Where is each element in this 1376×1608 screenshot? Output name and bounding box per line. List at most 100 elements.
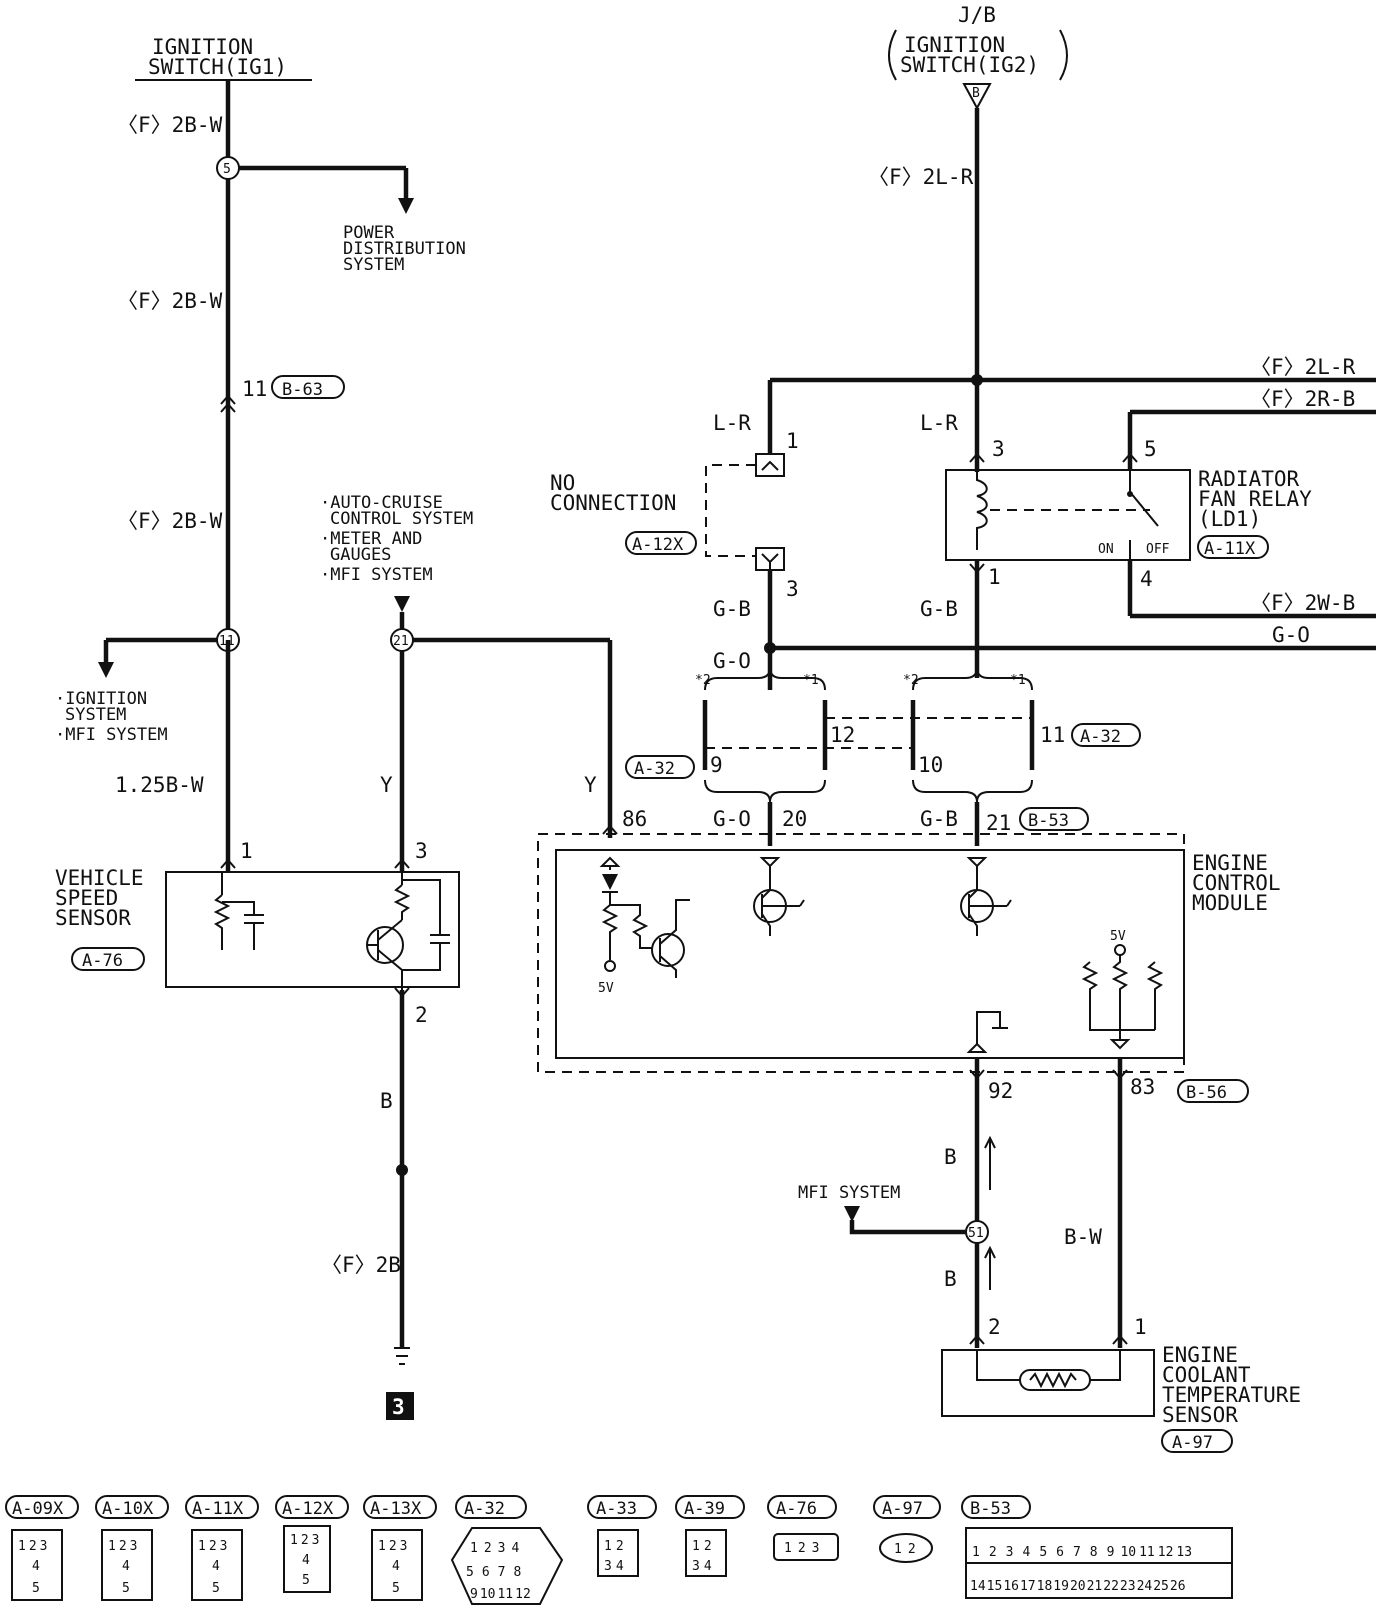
vss-label-1: VEHICLE <box>55 866 144 890</box>
power-dist-3: SYSTEM <box>343 255 404 275</box>
legend-a32-body <box>450 1527 564 1605</box>
vss-label-3: SENSOR <box>55 906 131 930</box>
legend-a09x-label: A-09X <box>12 1499 64 1519</box>
power-dist-1: POWER <box>343 223 395 243</box>
legend-a10x-tag <box>95 1495 169 1519</box>
legend-a39-label: A-39 <box>684 1499 725 1519</box>
tag-b63-label: B-63 <box>282 380 323 400</box>
ecm-pin20-input <box>759 857 781 890</box>
legend-a10x-pin4: 4 <box>122 1559 130 1574</box>
nc-label-2: CONNECTION <box>550 491 676 515</box>
paren-left <box>888 29 897 81</box>
ecm-label-1: ENGINE <box>1192 851 1268 875</box>
ect-pin2-symbol <box>969 1334 985 1345</box>
ect-label-4: SENSOR <box>1162 1403 1238 1427</box>
legend-a13x-tag <box>363 1495 437 1519</box>
ecm-pin86-input <box>599 856 621 870</box>
splice-21-circle <box>390 628 414 652</box>
tag-a32-right-label: A-32 <box>1080 727 1121 747</box>
wire-label-lr-1: L-R <box>713 411 751 435</box>
wire-label-go-right: G-O <box>1272 623 1310 647</box>
wire-label-125bw: 1.25B-W <box>115 773 204 797</box>
arrow-ign-mfi <box>98 662 114 678</box>
wire-label-gb-3: G-B <box>920 807 958 831</box>
a12x-pin1-symbol <box>761 460 779 471</box>
ground-symbol <box>394 1340 410 1365</box>
legend-b53-row2: 14151617181920212223242526 <box>970 1579 1186 1594</box>
ign-note-3: ·MFI SYSTEM <box>55 725 168 745</box>
relay-label-1: RADIATOR <box>1198 467 1300 491</box>
splice-51-label: 51 <box>968 1226 984 1241</box>
pin-b63-11: 11 <box>242 377 267 401</box>
splice-5-circle <box>216 156 240 180</box>
legend-a97-label: A-97 <box>882 1499 923 1519</box>
ground-point-label: 3 <box>392 1395 405 1419</box>
wire-2lr: 〈F〉2L-R 〈F〉2L-R L-R L-R <box>713 108 1376 472</box>
legend-a09x-pin4: 4 <box>32 1559 40 1574</box>
ecm-input-transistor-leads <box>659 899 690 978</box>
ect-label-2: COOLANT <box>1162 1363 1251 1387</box>
tag-b56 <box>1177 1079 1249 1103</box>
ect-wiring: 92 83 B-56 B B B-W MFI SYSTEM 51 2 1 <box>798 1058 1249 1348</box>
a32-pin9-label: 9 <box>710 753 723 777</box>
relay-pin1: 1 <box>988 565 1001 589</box>
legend-a09x-pin5: 5 <box>32 1581 40 1596</box>
wire-label-gb-1: G-B <box>713 597 751 621</box>
ground-path: 2 B 〈F〉2B 3 <box>321 990 428 1420</box>
legend-a09x-body <box>11 1529 63 1601</box>
ig2-terminal <box>962 83 992 111</box>
wire-gb-go: G-B G-O G-O G-B <box>713 560 1376 690</box>
ecm-label-2: CONTROL <box>1192 871 1281 895</box>
wire-label-lr-2: L-R <box>920 411 958 435</box>
tag-a32-right <box>1071 723 1141 747</box>
wire-label-2rb: 〈F〉2R-B <box>1250 387 1355 411</box>
arrow-cruise <box>394 596 410 612</box>
legend-a76-tag <box>767 1495 837 1519</box>
ecm-driver-1-leads <box>761 889 805 936</box>
vss-resistor-cap <box>213 872 264 950</box>
cruise-note: ·AUTO-CRUISE CONTROL SYSTEM ·METER AND G… <box>320 493 473 612</box>
legend-a12x-pin5: 5 <box>302 1573 310 1588</box>
legend-a10x-label: A-10X <box>102 1499 154 1519</box>
wire-label-b-1: B <box>380 1089 393 1113</box>
wire-label-y-2: Y <box>584 773 597 797</box>
wire-label-gb-2: G-B <box>920 597 958 621</box>
splice-11: 11 ·IGNITION SYSTEM ·MFI SYSTEM <box>55 628 240 745</box>
relay-label-3: (LD1) <box>1198 507 1261 531</box>
wire-y: 21 Y Y 3 86 <box>380 612 647 872</box>
legend-a32-label: A-32 <box>464 1499 505 1519</box>
legend-a13x-pin4: 4 <box>392 1559 400 1574</box>
a12x-pin1: 1 <box>786 429 799 453</box>
vss-pin1: 1 <box>240 839 253 863</box>
nc-label-1: NO <box>550 471 575 495</box>
ecm-pin92-symbol <box>969 1069 985 1080</box>
conn-b63-symbol <box>220 394 236 413</box>
wire-label-2bw-3: 〈F〉2B-W <box>117 509 223 533</box>
current-arrow-2 <box>984 1245 996 1290</box>
tag-a76 <box>71 947 145 971</box>
arrow-power-dist <box>398 198 414 214</box>
legend-a33-tag <box>587 1495 657 1519</box>
a32-pin10-label: 10 <box>918 753 943 777</box>
tag-a97-label: A-97 <box>1172 1433 1213 1453</box>
vss-pin3-symbol <box>394 858 410 869</box>
ecm-5v-label-1: 5V <box>598 981 614 996</box>
ign-note-2: SYSTEM <box>65 705 126 725</box>
ecm-pin21-input <box>966 857 988 890</box>
brace-bottom-left <box>704 779 826 803</box>
power-distribution-note: POWER DISTRIBUTION SYSTEM <box>343 223 466 275</box>
ect-leads <box>976 1350 1121 1381</box>
splice-5: 5 <box>216 156 240 180</box>
engine-control-module: ENGINE CONTROL MODULE 5V 5V <box>537 833 1281 1073</box>
